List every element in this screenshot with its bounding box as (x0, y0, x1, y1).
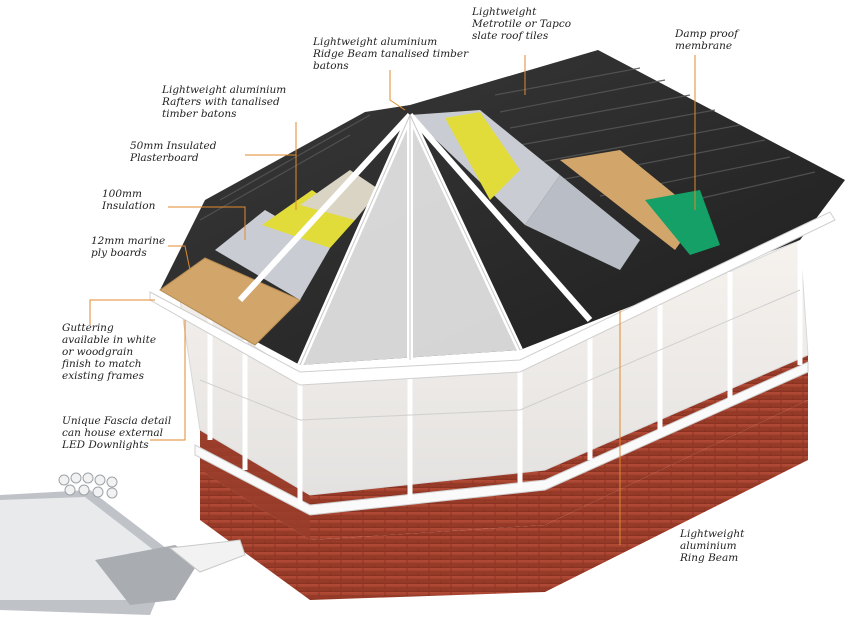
label-damp-proof-membrane: Damp proof membrane (675, 28, 738, 52)
roof-layers (149, 110, 836, 386)
brick-base (200, 355, 808, 600)
leader-lines (89, 55, 696, 545)
label-ply-boards: 12mm marine ply boards (91, 235, 166, 259)
label-guttering: Guttering available in white or woodgrai… (62, 322, 157, 382)
label-ridge-beam: Lightweight aluminium Ridge Beam tanalis… (313, 36, 469, 72)
label-plasterboard: 50mm Insulated Plasterboard (130, 140, 217, 164)
led-downlights (58, 472, 118, 499)
label-insulation: 100mm Insulation (102, 188, 156, 212)
label-ring-beam: Lightweight aluminium Ring Beam (680, 528, 745, 564)
fascia-detail-inset (0, 472, 246, 615)
label-slate-roof-tiles: Lightweight Metrotile or Tapco slate roo… (472, 6, 572, 42)
label-rafters: Lightweight aluminium Rafters with tanal… (162, 84, 287, 120)
label-fascia-detail: Unique Fascia detail can house external … (62, 415, 172, 451)
